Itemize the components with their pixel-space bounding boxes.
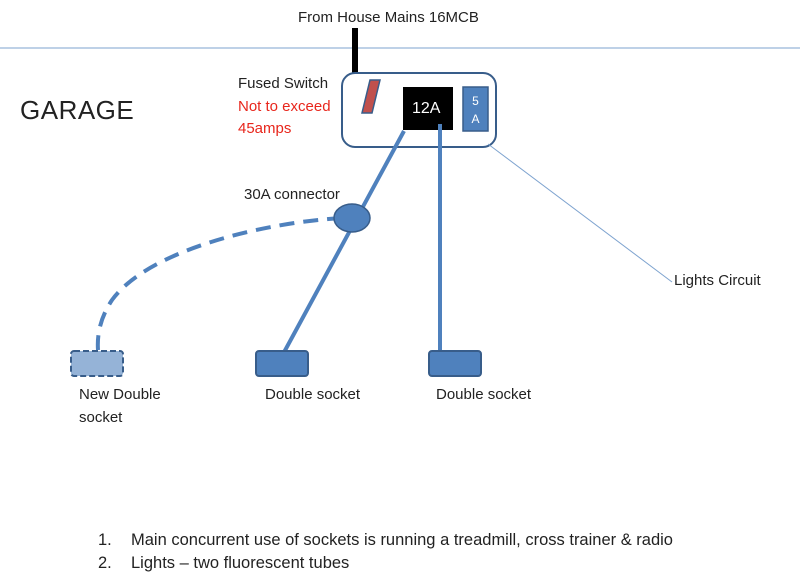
connector-30a — [333, 203, 371, 233]
wire-new-socket-dashed — [95, 216, 343, 351]
fuse-5a-label-bottom: A — [471, 112, 480, 126]
socket-b-label: Double socket — [436, 386, 532, 403]
new-double-socket — [70, 350, 124, 377]
double-socket-a — [255, 350, 309, 377]
garage-title: GARAGE — [20, 95, 135, 125]
lights-circuit-label: Lights Circuit — [674, 272, 761, 289]
mains-supply-label: From House Mains 16MCB — [298, 9, 479, 26]
wire-to-socket-a — [280, 130, 406, 357]
fuse-5a-label-top: 5 — [472, 94, 479, 108]
warning-line-2: 45amps — [238, 120, 292, 137]
note-text: Main concurrent use of sockets is runnin… — [131, 531, 673, 549]
note-item: 1. Main concurrent use of sockets is runn… — [98, 529, 673, 552]
new-socket-label-line-1: New Double — [79, 386, 161, 403]
fused-switch-label: Fused Switch — [238, 75, 329, 92]
switch-toggle — [361, 79, 381, 114]
double-socket-b — [428, 350, 482, 377]
note-item: 2. Lights – two fluorescent tubes — [98, 552, 673, 575]
note-number: 2. — [98, 554, 112, 572]
fuse-12a-block — [403, 87, 453, 130]
mains-cable — [352, 28, 358, 74]
warning-line-1: Not to exceed — [238, 98, 331, 115]
note-number: 1. — [98, 531, 112, 549]
notes-list: 1. Main concurrent use of sockets is runn… — [98, 529, 673, 575]
fuse-12a-label: 12A — [412, 100, 441, 117]
connector-label: 30A connector — [244, 186, 340, 203]
note-text: Lights – two fluorescent tubes — [131, 554, 350, 572]
socket-a-label: Double socket — [265, 386, 361, 403]
lights-circuit-line — [487, 143, 673, 283]
new-socket-label-line-2: socket — [79, 409, 123, 426]
fuse-5a-block — [462, 86, 489, 132]
